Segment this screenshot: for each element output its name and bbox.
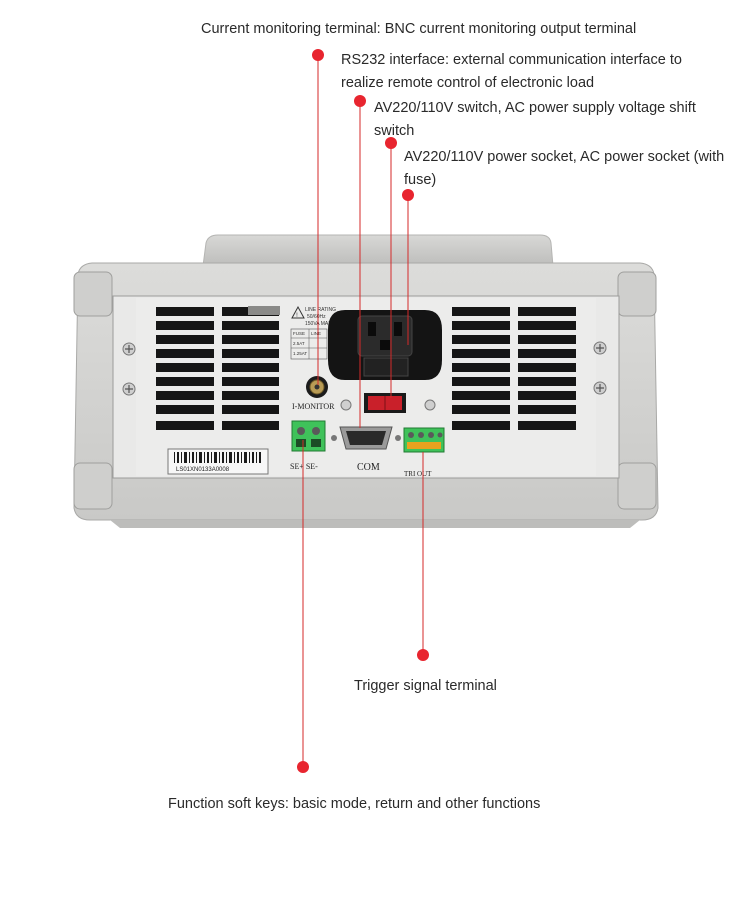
callout-rs232-interface: RS232 interface: external communication … xyxy=(341,52,682,91)
bnc-current-monitor: I-MONITOR xyxy=(292,376,335,411)
fuse-drawer xyxy=(363,357,409,377)
ac-power-socket xyxy=(328,310,442,380)
svg-text:COM: COM xyxy=(357,462,380,473)
marker-function-keys xyxy=(297,761,309,773)
callout-power-socket: AV220/110V power socket, AC power socket… xyxy=(404,149,725,188)
marker-trigger xyxy=(417,649,429,661)
svg-text:LINE: LINE xyxy=(311,331,321,336)
callout-trigger-terminal: Trigger signal terminal xyxy=(354,678,497,694)
corner-foot xyxy=(73,271,113,317)
sense-terminal: SE+ SE- xyxy=(290,420,326,471)
svg-text:LINE RATING: LINE RATING xyxy=(305,307,336,313)
corner-foot xyxy=(617,462,657,510)
corner-foot xyxy=(73,462,113,510)
rs232-com-port: COM xyxy=(331,426,401,473)
svg-text:!: ! xyxy=(296,313,298,319)
marker-current-monitoring xyxy=(312,49,324,61)
svg-text:TRI OUT: TRI OUT xyxy=(404,470,432,478)
callout-leaders xyxy=(302,55,424,767)
callout-function-soft-keys: Function soft keys: basic mode, return a… xyxy=(168,796,541,812)
marker-rs232 xyxy=(354,95,366,107)
marker-av-switch xyxy=(385,137,397,149)
svg-text:SE+ SE-: SE+ SE- xyxy=(290,462,318,471)
line-rating-label: ! LINE RATING 50/60Hz 150VA MAX xyxy=(291,305,336,327)
top-handle xyxy=(202,234,554,267)
callout-markers xyxy=(297,49,429,773)
marker-av-socket xyxy=(402,189,414,201)
corner-foot xyxy=(617,271,657,317)
right-vent xyxy=(452,307,576,430)
fuse-rating-table: FUSE LINE 2.5AT 1.25AT xyxy=(290,328,328,360)
serial-number-sticker: LS01XN0133A0008 xyxy=(167,448,269,475)
svg-text:LS01XN0133A0008: LS01XN0133A0008 xyxy=(176,467,230,473)
svg-text:50/60Hz: 50/60Hz xyxy=(307,314,326,320)
svg-text:1.25AT: 1.25AT xyxy=(293,351,307,356)
callout-current-monitoring: Current monitoring terminal: BNC current… xyxy=(201,21,637,37)
svg-text:2.5AT: 2.5AT xyxy=(293,341,305,346)
callout-voltage-switch: AV220/110V switch, AC power supply volta… xyxy=(374,100,696,139)
svg-text:I-MONITOR: I-MONITOR xyxy=(292,402,335,411)
vent-tab xyxy=(248,306,280,315)
svg-text:FUSE: FUSE xyxy=(293,331,305,336)
trigger-terminal: TRI OUT xyxy=(403,427,445,478)
svg-text:150VA MAX: 150VA MAX xyxy=(305,321,332,327)
voltage-switch xyxy=(364,393,406,413)
